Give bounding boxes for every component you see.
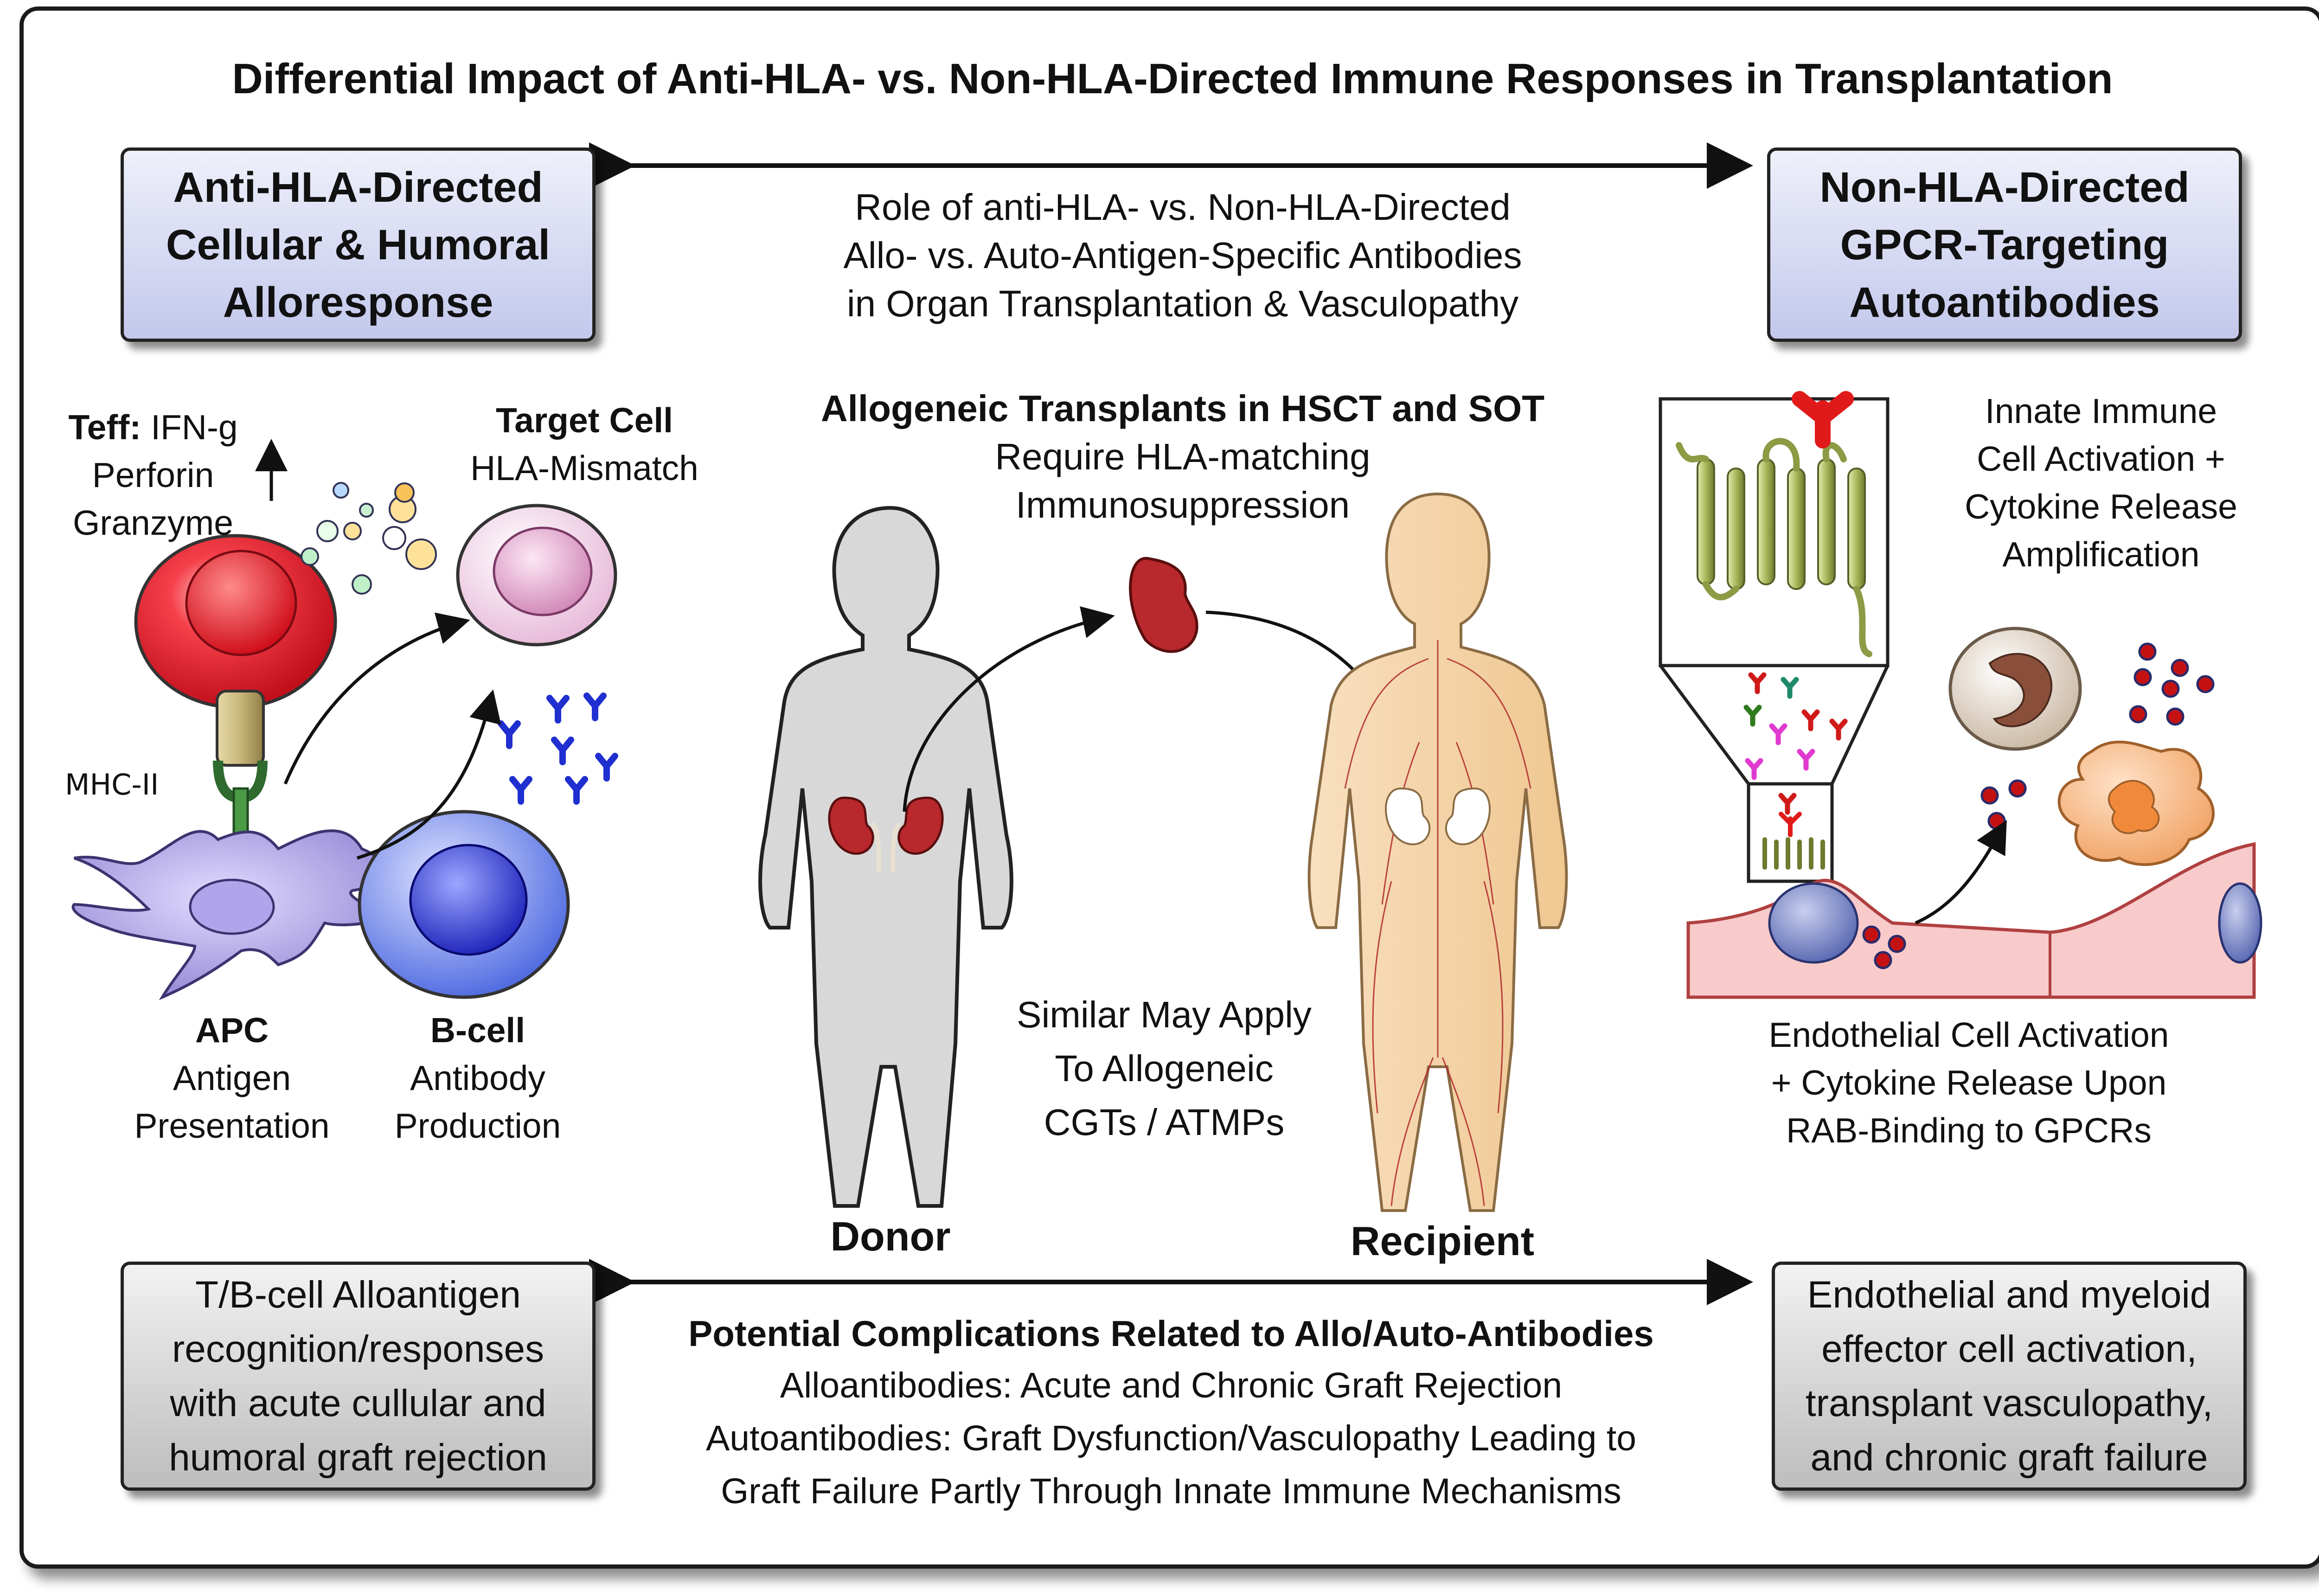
recipient-label: Recipient	[1350, 1218, 1535, 1264]
bottom-left-line4: humoral graft rejection	[169, 1436, 547, 1479]
endothelial-line2: + Cytokine Release Upon	[1771, 1063, 2167, 1102]
apc-to-target-arrow	[283, 612, 470, 785]
recipient-body-icon	[1307, 492, 1568, 1212]
left-header-line1: Anti-HLA-Directed	[173, 163, 543, 211]
right-header-line1: Non-HLA-Directed	[1819, 163, 2190, 211]
donor-body-icon	[758, 506, 1013, 1208]
mhc-label: MHC-II	[65, 768, 159, 801]
center-mid-line2: Immunosuppression	[1015, 484, 1350, 526]
center-mid-text: Allogeneic Transplants in HSCT and SOT R…	[696, 384, 1670, 529]
gpcr-receptor-icon	[1676, 438, 1872, 657]
apc-label-group: APC Antigen Presentation	[111, 1006, 352, 1150]
bottom-right-box: Endothelial and myeloid effector cell ac…	[1772, 1262, 2247, 1491]
target-cell-icon	[456, 504, 617, 647]
similar-line3: CGTs / ATMPs	[1044, 1102, 1285, 1143]
bottom-left-line3: with acute cullular and	[170, 1382, 546, 1424]
target-cell-label-group: Target Cell HLA-Mismatch	[436, 397, 733, 492]
cytokine-icon	[301, 482, 437, 595]
innate-line3: Cytokine Release	[1965, 487, 2237, 526]
teff-label-group: Teff: IFN-g Perforin Granzyme	[46, 404, 260, 547]
similar-line2: To Allogeneic	[1055, 1048, 1274, 1089]
center-top-line1: Role of anti-HLA- vs. Non-HLA-Directed	[855, 186, 1511, 228]
left-header-line3: Alloresponse	[223, 278, 493, 326]
teff-line3: Granzyme	[73, 503, 233, 542]
apc-label: APC	[195, 1011, 269, 1050]
bottom-left-box: T/B-cell Alloantigen recognition/respons…	[121, 1262, 596, 1491]
complications-text: Potential Complications Related to Allo/…	[603, 1308, 1739, 1518]
innate-line1: Innate Immune	[1985, 391, 2217, 430]
complications-line3: Graft Failure Partly Through Innate Immu…	[721, 1471, 1621, 1511]
kidney-recipient-icon	[1385, 787, 1491, 846]
endothelial-line3: RAB-Binding to GPCRs	[1786, 1111, 2152, 1150]
innate-line4: Amplification	[2002, 535, 2200, 574]
center-mid-heading: Allogeneic Transplants in HSCT and SOT	[820, 388, 1545, 429]
similar-line1: Similar May Apply	[1017, 994, 1312, 1035]
endothelial-line1: Endothelial Cell Activation	[1768, 1015, 2169, 1054]
right-header-box: Non-HLA-Directed GPCR-Targeting Autoanti…	[1767, 147, 2242, 342]
apc-dendritic-icon	[71, 829, 399, 1000]
teff-line2: Perforin	[92, 455, 214, 494]
center-top-line3: in Organ Transplantation & Vasculopathy	[846, 283, 1519, 324]
figure-title: Differential Impact of Anti-HLA- vs. Non…	[232, 55, 2113, 103]
kidney-graft-icon	[1129, 557, 1198, 653]
right-header-line2: GPCR-Targeting	[1840, 221, 2169, 269]
autoantibody-large-icon	[1792, 391, 1854, 449]
kidney-icon	[828, 796, 944, 872]
left-header-box: Anti-HLA-Directed Cellular & Humoral All…	[121, 147, 596, 342]
innate-line2: Cell Activation +	[1977, 439, 2225, 478]
right-header-line3: Autoantibodies	[1849, 278, 2160, 326]
target-cell-sub: HLA-Mismatch	[470, 449, 698, 487]
tcell-icon	[134, 534, 337, 709]
bottom-right-line2: effector cell activation,	[1821, 1328, 2197, 1370]
bottom-right-line1: Endothelial and myeloid	[1807, 1274, 2211, 1316]
bcell-to-target-arrow	[356, 689, 501, 860]
endothelial-text: Endothelial Cell Activation + Cytokine R…	[1679, 1011, 2259, 1154]
bcell-icon	[358, 810, 570, 999]
neutrophil-icon	[2057, 740, 2215, 866]
complications-line1: Alloantibodies: Acute and Chronic Graft …	[780, 1365, 1563, 1405]
bottom-right-line3: transplant vasculopathy,	[1805, 1382, 2213, 1424]
bcell-label-group: B-cell Antibody Production	[366, 1006, 589, 1150]
center-top-text: Role of anti-HLA- vs. Non-HLA-Directed A…	[696, 183, 1670, 328]
bcell-label: B-cell	[430, 1011, 525, 1050]
endothelium-icon	[1686, 842, 2262, 999]
teff-label: Teff:	[68, 408, 141, 447]
bcell-sub1: Antibody	[410, 1058, 545, 1097]
apc-sub1: Antigen	[173, 1058, 291, 1097]
similar-apply-text: Similar May Apply To Allogeneic CGTs / A…	[955, 988, 1373, 1149]
cytokine-release-arrow	[1915, 820, 2007, 925]
complications-line2: Autoantibodies: Graft Dysfunction/Vascul…	[705, 1418, 1637, 1458]
bcell-sub2: Production	[394, 1106, 561, 1145]
donor-label: Donor	[830, 1213, 951, 1259]
bottom-left-line2: recognition/responses	[172, 1328, 545, 1370]
teff-line1: IFN-g	[151, 408, 238, 447]
autoantibody-icon	[1743, 672, 1848, 815]
center-mid-line1: Require HLA-matching	[995, 436, 1371, 477]
gpcr-mini-icon	[1762, 812, 1825, 870]
antibody-icon	[498, 692, 618, 805]
apc-sub2: Presentation	[134, 1106, 330, 1145]
bottom-left-line1: T/B-cell Alloantigen	[195, 1274, 521, 1316]
innate-text: Innate Immune Cell Activation + Cytokine…	[1915, 387, 2287, 578]
left-header-line2: Cellular & Humoral	[166, 221, 551, 269]
macrophage-icon	[1948, 627, 2082, 751]
complications-heading: Potential Complications Related to Allo/…	[688, 1313, 1654, 1354]
donor-to-graft-arrow	[903, 606, 1115, 812]
center-top-line2: Allo- vs. Auto-Antigen-Specific Antibodi…	[843, 235, 1522, 276]
bottom-right-line4: and chronic graft failure	[1810, 1436, 2208, 1479]
target-cell-label: Target Cell	[495, 401, 673, 440]
